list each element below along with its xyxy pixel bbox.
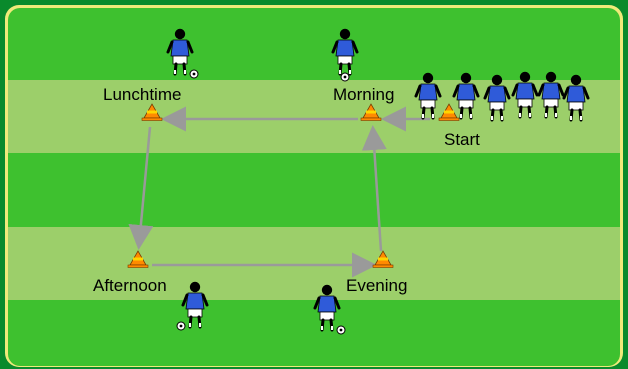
movement-arrows bbox=[128, 106, 430, 278]
lunchtime-label: Lunchtime bbox=[103, 85, 181, 104]
arrow-lunchtime-to-afternoon bbox=[128, 126, 154, 250]
start-label: Start bbox=[444, 130, 480, 149]
evening-label: Evening bbox=[346, 276, 407, 295]
field-stripes bbox=[8, 80, 620, 300]
morning-label: Morning bbox=[333, 85, 394, 104]
ball-icon bbox=[176, 321, 186, 331]
ball-icon bbox=[336, 325, 346, 335]
field-surface bbox=[8, 8, 620, 366]
ball-icon bbox=[340, 72, 350, 82]
ball-icon bbox=[189, 69, 199, 79]
arrow-evening-to-morning bbox=[361, 125, 387, 252]
afternoon-label: Afternoon bbox=[93, 276, 167, 295]
